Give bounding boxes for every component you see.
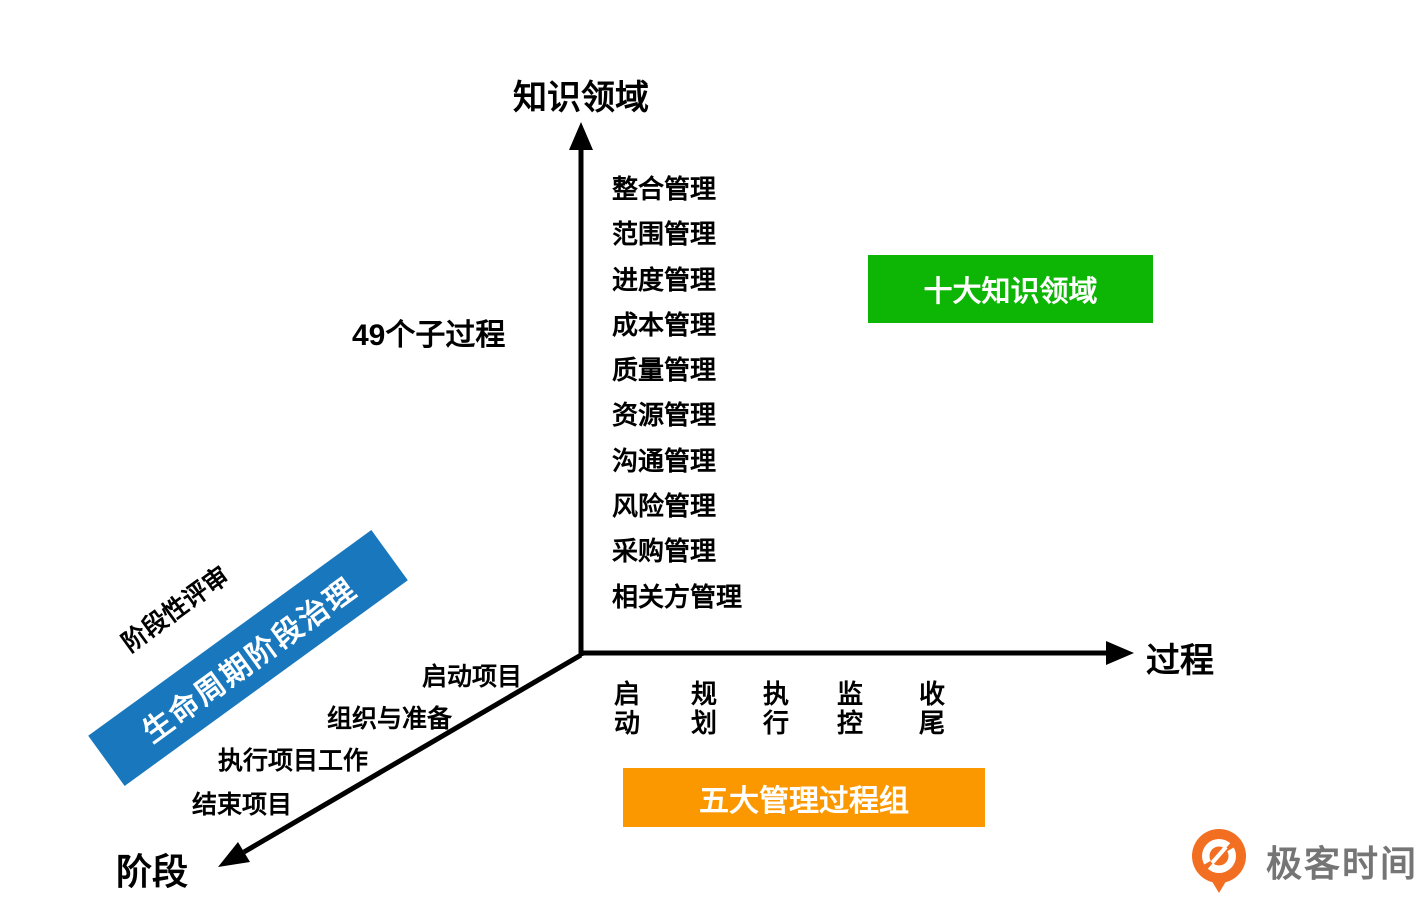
process-group: 监控: [836, 679, 863, 738]
knowledge-item: 资源管理: [612, 400, 717, 431]
knowledge-item: 范围管理: [612, 219, 717, 250]
knowledge-areas-badge-label: 十大知识领域: [923, 276, 1098, 308]
process-group: 执行: [762, 679, 789, 738]
knowledge-item: 进度管理: [612, 264, 717, 295]
process-axis-title: 过程: [1146, 642, 1214, 680]
phase-axis-title: 阶段: [116, 851, 189, 892]
knowledge-item: 相关方管理: [612, 581, 743, 612]
process-groups-badge: 五大管理过程组: [623, 768, 985, 827]
knowledge-item: 风险管理: [612, 491, 717, 522]
knowledge-item: 沟通管理: [612, 445, 717, 476]
phase-item: 组织与准备: [327, 705, 453, 733]
process-group: 启动: [613, 679, 640, 738]
phase-item: 结束项目: [192, 791, 293, 819]
process-groups-badge-label: 五大管理过程组: [699, 784, 909, 818]
knowledge-areas-badge: 十大知识领域: [868, 255, 1153, 323]
knowledge-axis-title: 知识领域: [513, 79, 649, 117]
phase-item: 启动项目: [422, 663, 523, 691]
geektime-logo-icon: [1192, 829, 1246, 893]
knowledge-item: 质量管理: [612, 355, 717, 386]
knowledge-item: 整合管理: [612, 174, 717, 204]
process-group: 收尾: [918, 679, 945, 738]
knowledge-item: 采购管理: [612, 536, 717, 567]
phase-axis-arrowhead: [218, 842, 250, 867]
geektime-logo: 极客时间: [1188, 828, 1418, 894]
knowledge-item: 成本管理: [612, 309, 717, 340]
subprocess-count-note: 49个子过程: [352, 319, 506, 352]
phase-axis-line: [242, 652, 583, 855]
knowledge-area-list: 整合管理 范围管理 进度管理 成本管理 质量管理 资源管理 沟通管理 风险管理 …: [612, 167, 742, 620]
process-group: 规划: [690, 679, 717, 738]
geektime-logo-text: 极客时间: [1266, 843, 1419, 884]
knowledge-axis-arrowhead: [569, 122, 593, 150]
process-axis-arrowhead: [1106, 641, 1134, 665]
phase-item: 执行项目工作: [218, 747, 369, 775]
